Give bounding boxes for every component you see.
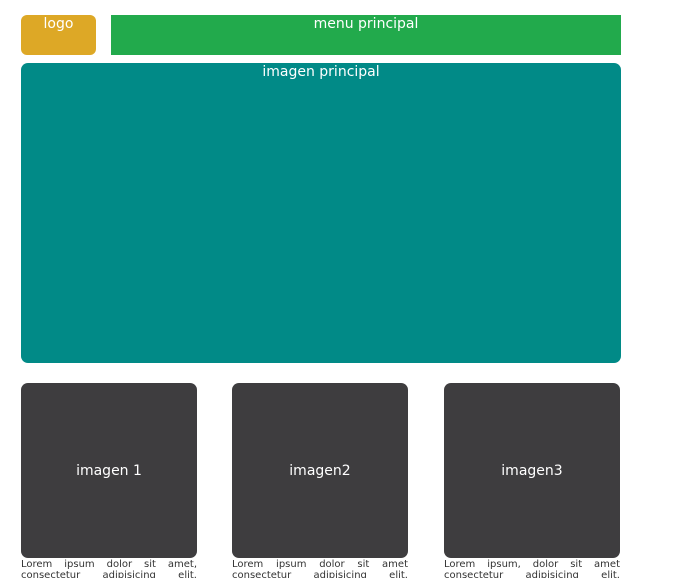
gallery-image-1[interactable]: imagen 1	[21, 383, 197, 558]
hero-image-label: imagen principal	[262, 64, 380, 80]
main-menu[interactable]: menu principal	[111, 15, 621, 55]
gallery-image-2[interactable]: imagen2	[232, 383, 408, 558]
gallery-text-2: Lorem ipsum dolor sit amet consectetur a…	[232, 559, 408, 578]
gallery-text-1: Lorem ipsum dolor sit amet, consectetur …	[21, 559, 197, 578]
hero-image: imagen principal	[21, 63, 621, 363]
gallery-image-3-label: imagen3	[501, 462, 563, 479]
gallery-image-2-label: imagen2	[289, 462, 351, 479]
logo[interactable]: logo	[21, 15, 96, 55]
main-menu-label: menu principal	[313, 16, 419, 32]
gallery-text-3: Lorem ipsum, dolor sit amet consectetur …	[444, 559, 620, 578]
logo-label: logo	[43, 16, 74, 32]
gallery-image-1-label: imagen 1	[76, 462, 142, 479]
gallery-image-3[interactable]: imagen3	[444, 383, 620, 558]
